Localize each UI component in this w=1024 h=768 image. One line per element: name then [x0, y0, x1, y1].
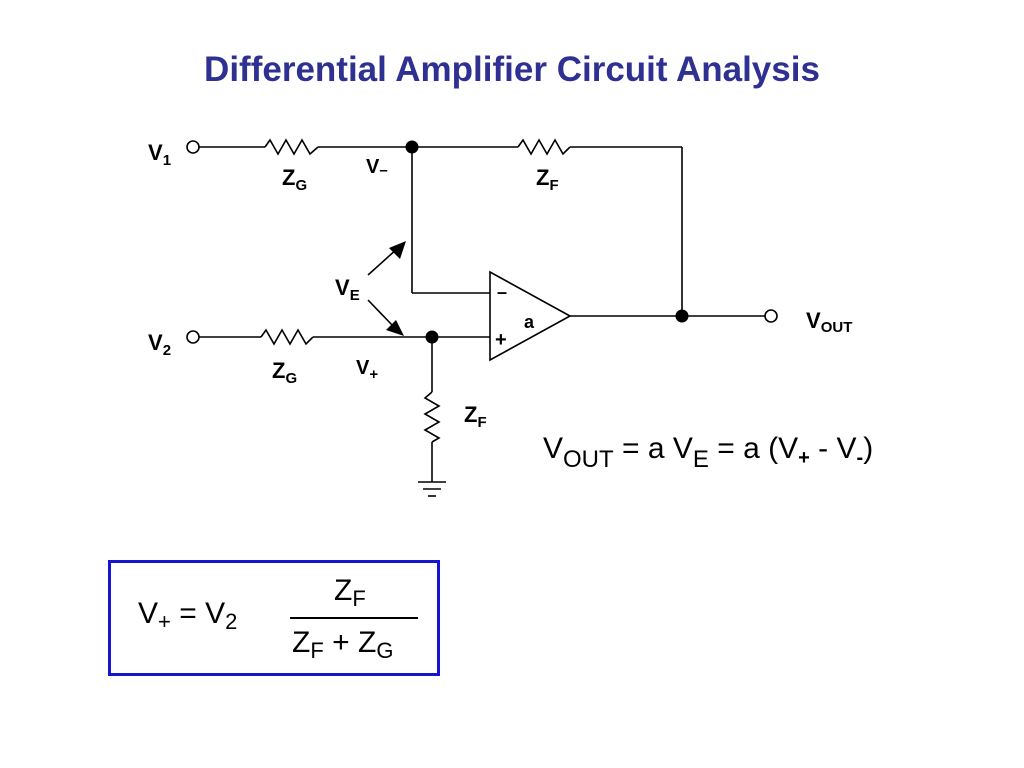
- label-zf-top: ZF: [536, 165, 559, 194]
- junction-vout: [675, 309, 689, 323]
- vplus-equation-box: [108, 560, 440, 676]
- vplus-equation-lhs: V+ = V2: [138, 597, 238, 634]
- zg-top-resistor: [264, 138, 319, 156]
- ve-arrow-top: [389, 241, 406, 259]
- label-zg-bottom: ZG: [272, 358, 297, 387]
- opamp-gain-label: a: [524, 312, 535, 332]
- label-zf-bottom: ZF: [464, 402, 487, 431]
- opamp-minus-label: –: [497, 282, 507, 302]
- label-vminus: V–: [366, 156, 388, 179]
- v1-terminal: [186, 140, 200, 154]
- ve-arrow-bottom: [386, 320, 404, 336]
- zg-bottom-resistor: [260, 328, 314, 346]
- label-ve: VE: [335, 275, 360, 304]
- vout-terminal: [764, 309, 778, 323]
- ground-symbol: [418, 481, 446, 497]
- v2-terminal: [186, 330, 200, 344]
- opamp-triangle: [489, 270, 572, 362]
- zf-bottom-resistor: [423, 391, 441, 443]
- vout-equation: VOUT = a VE = a (V+ - V-): [543, 432, 874, 473]
- opamp-plus-label: +: [495, 329, 507, 351]
- label-v1: V1: [148, 140, 171, 169]
- vplus-fraction-denominator: ZF + ZG: [292, 626, 394, 663]
- junction-vminus: [405, 140, 419, 154]
- zf-top-resistor: [517, 138, 571, 156]
- label-v2: V2: [148, 330, 171, 359]
- junction-vplus: [425, 330, 439, 344]
- page-title: Differential Amplifier Circuit Analysis: [204, 50, 820, 89]
- label-vout: VOUT: [806, 308, 852, 336]
- fraction-bar: [290, 617, 418, 619]
- vplus-fraction-numerator: ZF: [334, 574, 366, 611]
- label-vplus: V+: [356, 357, 378, 383]
- label-zg-top: ZG: [282, 165, 307, 194]
